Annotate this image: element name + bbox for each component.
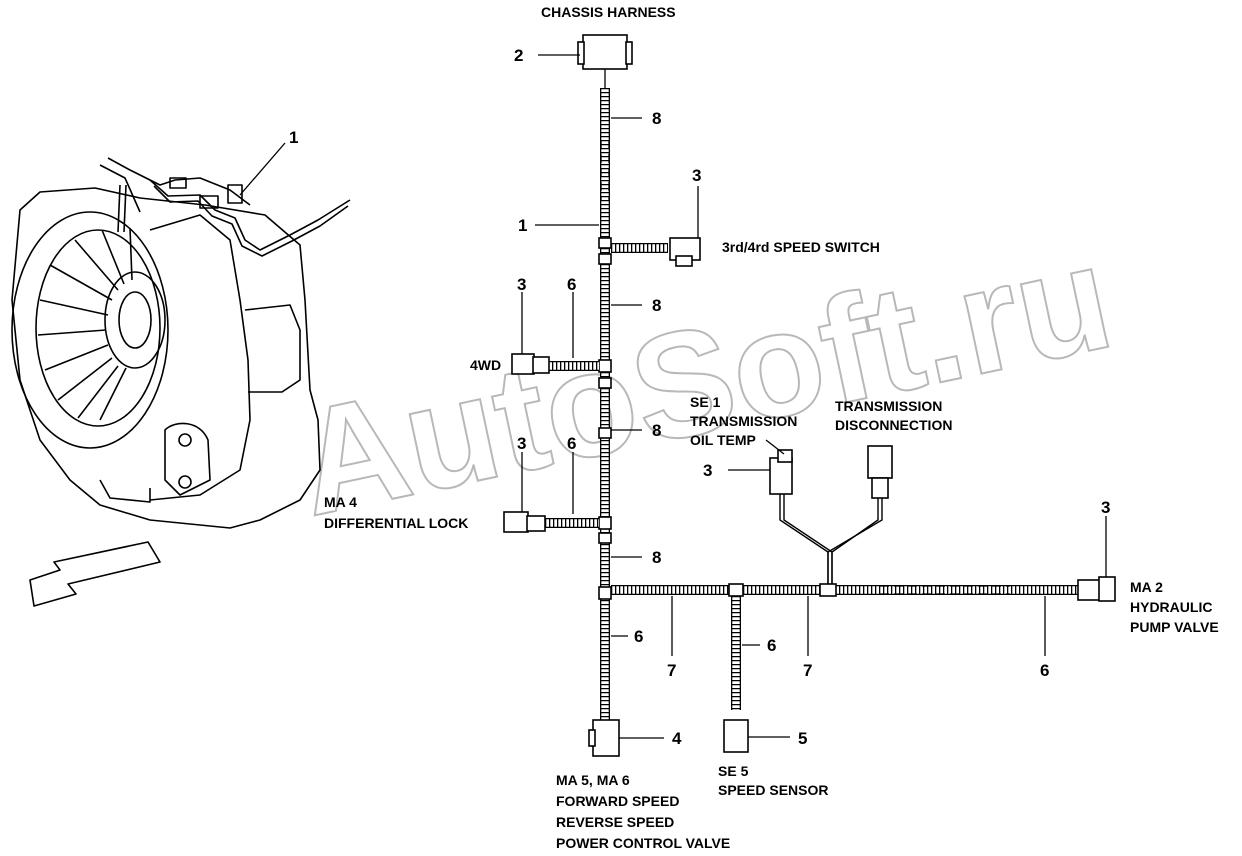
- direction-arrow: [29, 541, 161, 607]
- se1-label-3: OIL TEMP: [690, 432, 756, 448]
- callout-8-b: 8: [652, 296, 661, 315]
- hydraulic-pump-branch: [611, 516, 1116, 602]
- chassis-harness-label: CHASSIS HARNESS: [541, 4, 676, 20]
- 4wd-label: 4WD: [470, 357, 501, 373]
- chassis-harness-connector: [577, 34, 633, 88]
- callout-1-engine: 1: [289, 128, 298, 147]
- ma56-label-2: FORWARD SPEED: [556, 793, 679, 809]
- temp-disconnect-branch: [728, 439, 893, 584]
- callout-6-diff-lock: 6: [567, 434, 576, 453]
- differential-lock-branch: [503, 452, 599, 533]
- ma56-label-3: REVERSE SPEED: [556, 814, 674, 830]
- callout-3-4wd: 3: [517, 275, 526, 294]
- callout-3-se1: 3: [703, 461, 712, 480]
- callout-6-se5: 6: [767, 636, 776, 655]
- ma2-label-1: MA 2: [1130, 579, 1163, 595]
- callout-5: 5: [798, 729, 807, 748]
- ma56-label-4: POWER CONTROL VALVE: [556, 835, 730, 851]
- callout-2: 2: [514, 46, 523, 65]
- callout-3-ma2: 3: [1101, 498, 1110, 517]
- disconnection-label-2: DISCONNECTION: [835, 417, 952, 433]
- callout-3-speed-switch: 3: [692, 166, 701, 185]
- callout-3-diff-lock: 3: [517, 434, 526, 453]
- se1-label-1: SE 1: [690, 394, 721, 410]
- callout-8-c: 8: [652, 421, 661, 440]
- se5-label-1: SE 5: [718, 763, 749, 779]
- callout-7-right: 7: [803, 661, 812, 680]
- se1-label-2: TRANSMISSION: [690, 413, 797, 429]
- harness-trunk: [598, 88, 612, 722]
- ma2-label-3: PUMP VALVE: [1130, 619, 1219, 635]
- trunk-leaders: [239, 54, 642, 558]
- ma4-label-2: DIFFERENTIAL LOCK: [324, 515, 468, 531]
- 4wd-branch: [511, 292, 599, 375]
- callout-8-a: 8: [652, 109, 661, 128]
- speed-switch-branch: [611, 186, 701, 267]
- callout-7-left: 7: [667, 661, 676, 680]
- ma4-label-1: MA 4: [324, 494, 357, 510]
- callout-8-d: 8: [652, 548, 661, 567]
- lower-branches: [588, 596, 1046, 757]
- watermark: AutoSoft.ru: [283, 212, 1125, 548]
- ma56-label-1: MA 5, MA 6: [556, 772, 630, 788]
- se5-label-2: SPEED SENSOR: [718, 782, 828, 798]
- transmission-illustration: [11, 157, 351, 529]
- ma2-label-2: HYDRAULIC: [1130, 599, 1212, 615]
- callout-6-4wd: 6: [567, 275, 576, 294]
- callout-6-main: 6: [634, 627, 643, 646]
- speed-switch-label: 3rd/4rd SPEED SWITCH: [722, 239, 880, 255]
- disconnection-label-1: TRANSMISSION: [835, 398, 942, 414]
- callout-4: 4: [672, 729, 682, 748]
- callout-6-right: 6: [1040, 661, 1049, 680]
- callout-1-harness: 1: [518, 216, 527, 235]
